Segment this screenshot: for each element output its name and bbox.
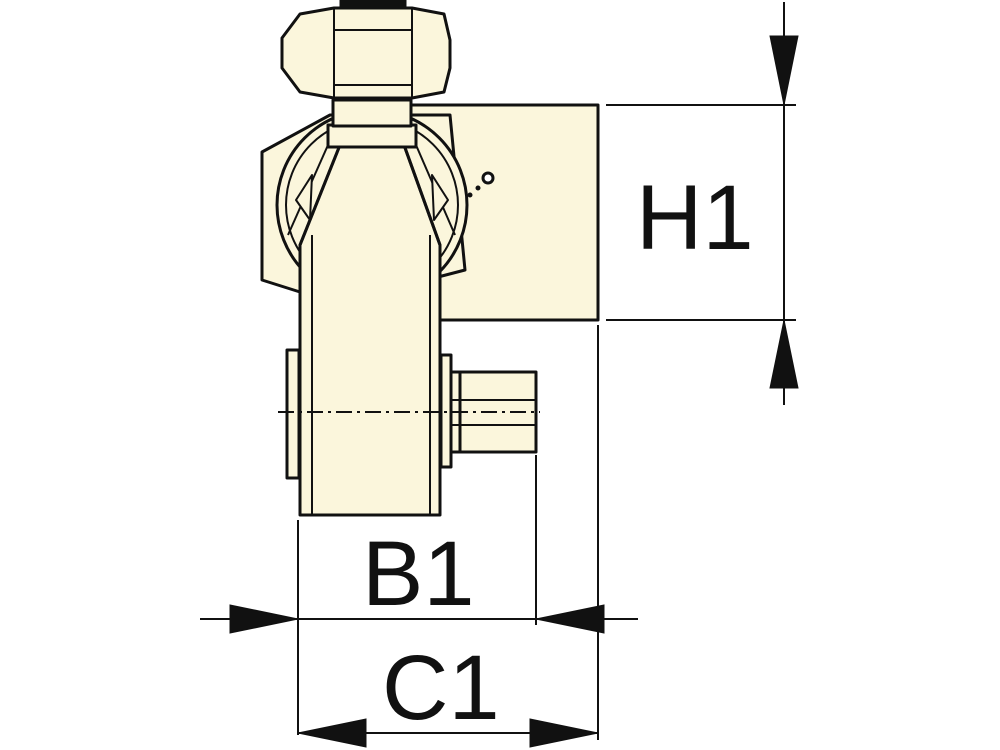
jaw-tip-right bbox=[431, 174, 449, 221]
detail-dot-small-2 bbox=[467, 192, 473, 198]
c1-label: C1 bbox=[382, 637, 500, 739]
wrench-head bbox=[260, 0, 600, 517]
h1-arrow-bottom bbox=[769, 319, 799, 389]
dimensions bbox=[200, 2, 799, 748]
detail-dot-small bbox=[475, 185, 481, 191]
collar bbox=[326, 123, 418, 149]
detail-dot-large bbox=[481, 171, 495, 185]
left-side-plate bbox=[285, 348, 301, 480]
c1-arrow-left bbox=[297, 718, 367, 748]
jaw-line-right bbox=[402, 144, 442, 246]
c1-arrow-right bbox=[529, 718, 599, 748]
b1-arrow-right bbox=[535, 604, 605, 634]
b1-label: B1 bbox=[362, 523, 475, 625]
h1-arrow-top bbox=[769, 35, 799, 106]
top-knob-cap bbox=[339, 0, 407, 9]
b1-arrow-left bbox=[229, 604, 299, 634]
h1-label: H1 bbox=[636, 167, 754, 269]
jaw-tip-left bbox=[295, 174, 313, 221]
neck bbox=[331, 98, 413, 128]
jaw-line-left bbox=[298, 144, 342, 246]
main-body bbox=[298, 143, 442, 517]
